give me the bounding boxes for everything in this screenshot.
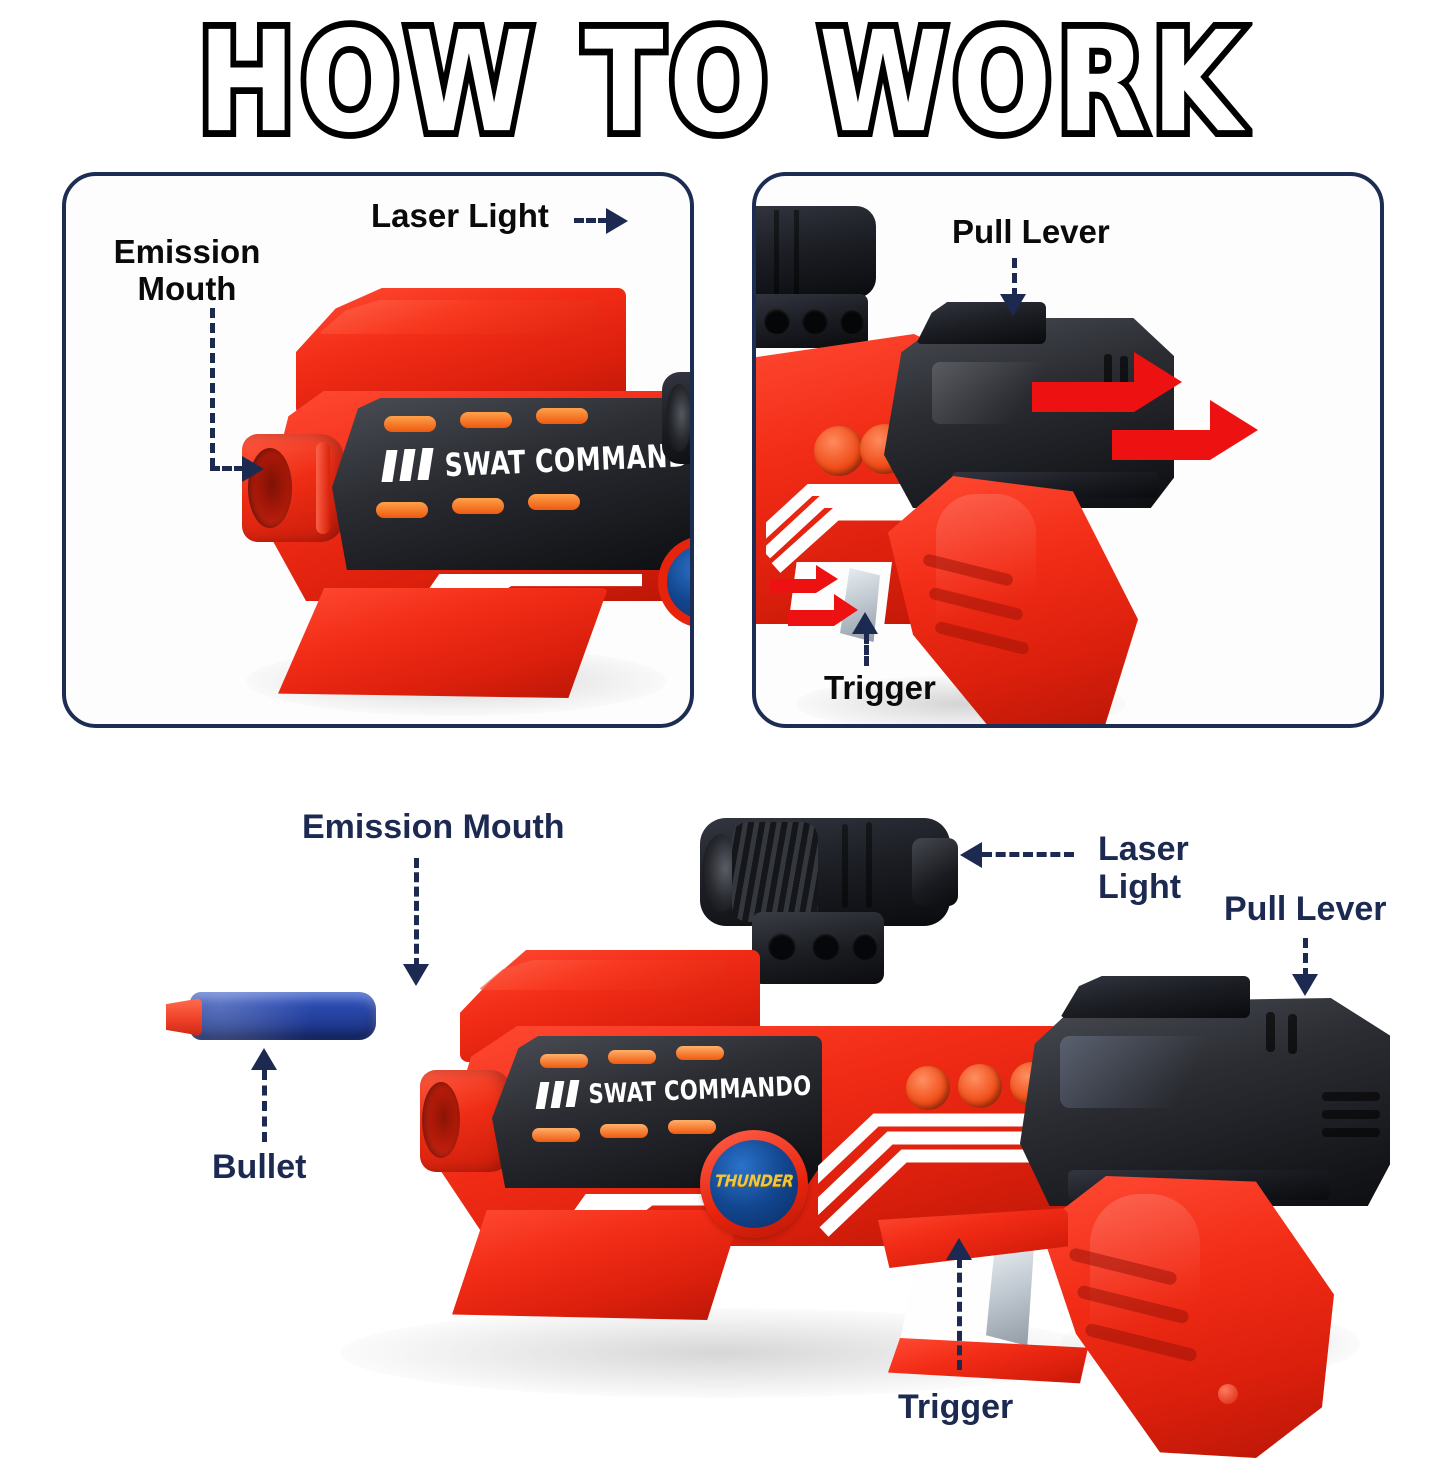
chevron-stripes (766, 484, 926, 573)
bullet-tip (166, 998, 202, 1036)
vent-slot (536, 408, 588, 424)
laser-light-module (756, 206, 876, 298)
vent-slot (452, 498, 504, 514)
laser-ridge (842, 824, 848, 908)
laser-ridge (794, 210, 799, 294)
bracket-hole (852, 932, 878, 960)
bullet-foam-body (190, 992, 376, 1040)
laser-ridge (866, 822, 872, 908)
label-bullet: Bullet (212, 1148, 307, 1186)
label-pull-lever: Pull Lever (952, 213, 1110, 250)
laser-lens (666, 384, 690, 452)
muzzle-ring (316, 442, 330, 534)
gun-front-closeup-image: SWAT COMMANDO (66, 176, 690, 724)
label-emission-mouth-line1: Emission (113, 233, 261, 270)
vent-slot (376, 502, 428, 518)
vent-slot (676, 1046, 724, 1060)
page-title-text: HOW TO WORK (192, 2, 1248, 164)
vent-slot (668, 1120, 716, 1134)
label-laser-light: Laser Light (1098, 830, 1189, 906)
vent-slot (540, 1054, 588, 1068)
bullet-gloss (190, 992, 376, 1040)
label-laser-light-line1: Laser (1098, 830, 1189, 868)
slide-groove (1288, 1014, 1297, 1054)
gun-rear-closeup-image (756, 176, 1380, 724)
slide-groove (1322, 1110, 1380, 1119)
label-pull-lever: Pull Lever (1224, 890, 1387, 928)
emission-mouth-bore (422, 1082, 460, 1158)
slide-groove (1322, 1128, 1380, 1137)
label-emission-mouth-line2: Mouth (137, 269, 237, 307)
slide-highlight (1060, 1036, 1240, 1108)
bullet-graphic (166, 992, 376, 1042)
label-laser-light-line2: Light (1098, 868, 1182, 907)
label-trigger: Trigger (898, 1388, 1014, 1426)
vent-slot (528, 494, 580, 510)
gun-lower-fin (278, 588, 608, 698)
label-trigger: Trigger (824, 669, 936, 706)
vent-slot (608, 1050, 656, 1064)
vent-slot (384, 416, 436, 432)
chevron-stripes (818, 1113, 1068, 1237)
laser-ridge (774, 210, 779, 294)
dial (906, 1066, 950, 1110)
full-product-diagram: SWAT COMMANDO THUNDER (0, 748, 1445, 1458)
dial (814, 426, 864, 476)
slide-groove (1104, 354, 1112, 388)
bracket-hole (812, 932, 840, 960)
thunder-badge-text: THUNDER (712, 1171, 796, 1191)
pull-lever-top-rail (1060, 976, 1250, 1018)
laser-rear-cap (912, 838, 958, 906)
front-closeup-panel: SWAT COMMANDO Emission Mouth Laser Light (62, 172, 694, 728)
bracket-hole (764, 308, 790, 334)
laser-knurl (732, 822, 818, 922)
gun-full-image: SWAT COMMANDO THUNDER (400, 808, 1400, 1458)
label-emission-mouth: Emission Mouth (302, 808, 565, 846)
grip-base-dot (1218, 1384, 1238, 1404)
grip-highlight (936, 494, 1036, 684)
shroud-highlight (478, 960, 728, 990)
dial (958, 1064, 1002, 1108)
slide-groove (1266, 1012, 1275, 1052)
trigger (986, 1238, 1034, 1346)
vent-slot (460, 412, 512, 428)
gun-top-shroud-highlight (318, 300, 598, 334)
bracket-hole (802, 308, 828, 334)
vent-slot (600, 1124, 648, 1138)
bracket-hole (768, 932, 796, 960)
page-title: HOW TO WORK (0, 7, 1445, 160)
bracket-hole (840, 308, 864, 334)
thunder-badge-face (710, 1140, 798, 1228)
label-emission-mouth: Emission Mouth (92, 233, 282, 308)
slide-groove (1120, 356, 1128, 390)
vent-slot (532, 1128, 580, 1142)
rear-closeup-panel: Pull Lever Trigger (752, 172, 1384, 728)
slide-groove (1322, 1092, 1380, 1101)
pull-lever-top-rail (916, 302, 1046, 344)
gun-lower-fin (452, 1210, 742, 1320)
trigger-guard-lower (888, 1338, 1088, 1384)
label-laser-light: Laser Light (371, 197, 549, 234)
